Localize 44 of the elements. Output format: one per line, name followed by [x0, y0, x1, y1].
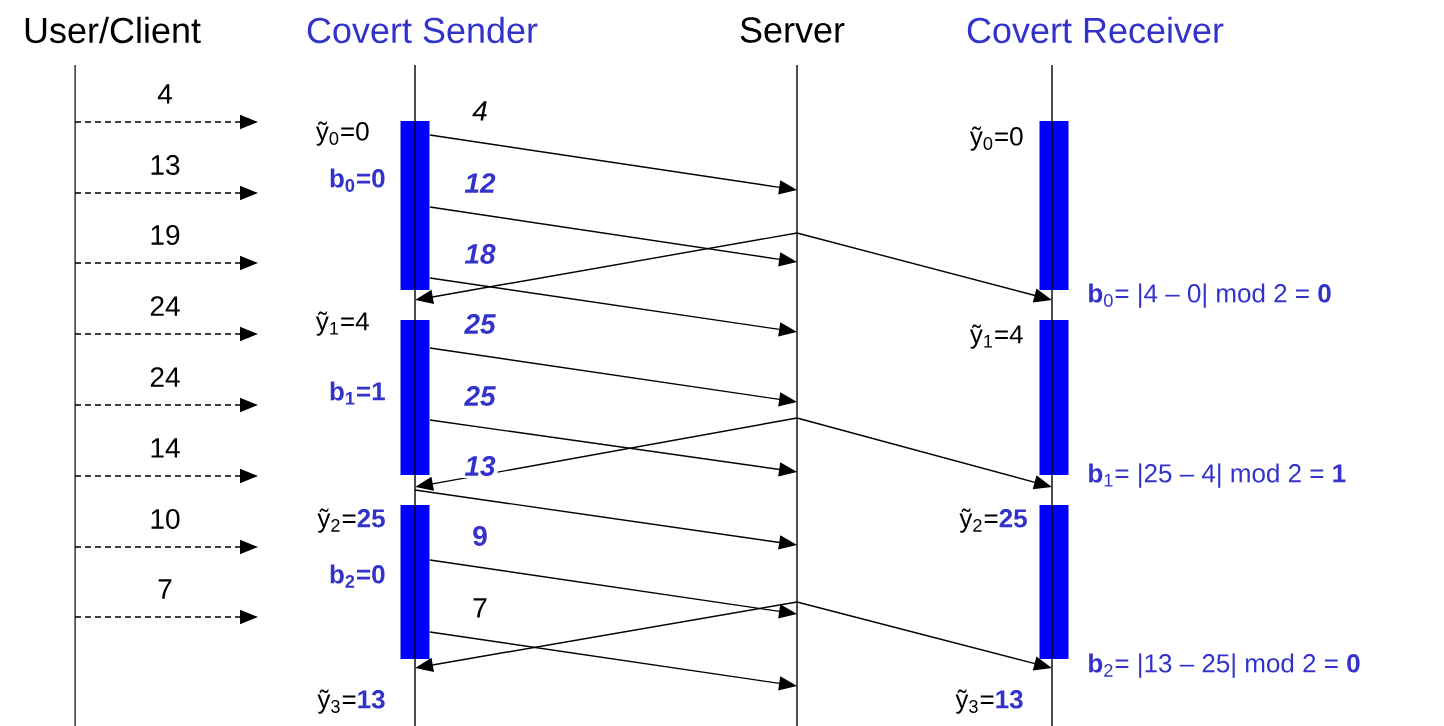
annotation: ỹ$_{1}$=4 [315, 311, 369, 336]
annotation: ỹ$_{3}$=13 [317, 689, 385, 714]
edge-label: 18 [464, 244, 496, 264]
annotation: b$_{1}$=1 [330, 381, 385, 405]
edge-label: 14 [151, 438, 180, 458]
edge-label: 4 [472, 101, 487, 121]
lifeline-header: Server [740, 17, 845, 43]
lifeline [74, 64, 76, 726]
edge-label: 19 [151, 225, 180, 245]
annotation: b$_{1}$= |25 – 4| mod 2 = 1 [1089, 463, 1346, 488]
annotation: b$_{2}$= |13 – 25| mod 2 = 0 [1089, 653, 1360, 678]
annotation: ỹ$_{1}$=4 [969, 324, 1023, 349]
annotation: ỹ$_{0}$=0 [969, 126, 1023, 151]
annotation: ỹ$_{3}$=13 [955, 689, 1023, 714]
edge-label: 13 [151, 155, 180, 175]
activation-bar [1039, 121, 1069, 290]
activation-bar [1039, 505, 1069, 659]
edge-label: 24 [150, 367, 180, 387]
edge-label: 25 [464, 386, 496, 406]
lifeline [1051, 64, 1053, 726]
edge-label: 12 [464, 173, 496, 193]
annotation: b$_{2}$=0 [330, 564, 385, 588]
edge-label: 25 [464, 314, 496, 334]
activation-bar [400, 121, 430, 290]
lifeline-header: Covert Sender [307, 16, 538, 44]
activation-bar [400, 320, 430, 475]
annotation: ỹ$_{2}$=25 [317, 508, 385, 533]
edge-label: 10 [151, 509, 180, 529]
edge-label: 9 [473, 526, 487, 546]
annotation: ỹ$_{2}$=25 [959, 508, 1027, 533]
lifeline [414, 64, 416, 726]
activation-bar [1039, 320, 1069, 475]
edge-label: 4 [157, 84, 172, 104]
edge-label: 7 [158, 579, 172, 599]
edge-label: 13 [464, 456, 496, 476]
annotation: b$_{0}$= |4 – 0| mod 2 = 0 [1089, 283, 1331, 308]
lifeline [796, 64, 798, 726]
edge-label: 24 [150, 296, 180, 316]
annotation: ỹ$_{0}$=0 [315, 121, 369, 146]
activation-bar [400, 505, 430, 659]
lifeline-header: Covert Receiver [967, 16, 1224, 44]
edge-label: 7 [473, 598, 487, 618]
annotation: b$_{0}$=0 [330, 168, 385, 192]
lifeline-header: User/Client [25, 16, 201, 44]
